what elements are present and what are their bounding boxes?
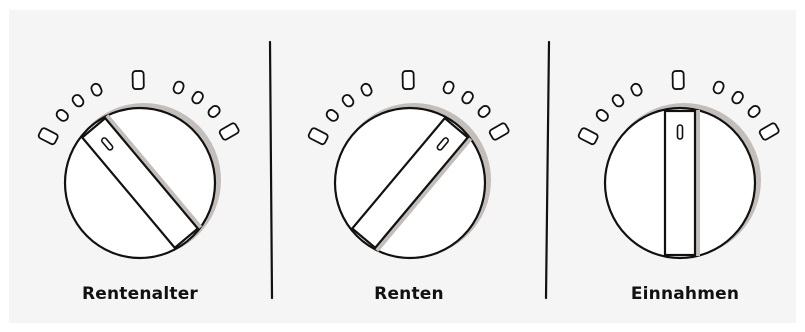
pointer-slot: [436, 137, 449, 151]
dial-tick: [71, 94, 85, 108]
dial-3: [577, 70, 780, 260]
dial-tick: [731, 90, 744, 105]
dial-label-einnahmen: Einnahmen: [630, 284, 740, 304]
dial-tick: [461, 90, 474, 105]
dial-tick: [630, 82, 643, 97]
dial-tick: [401, 70, 415, 90]
dial-tick: [172, 80, 185, 95]
dial-tick: [442, 80, 455, 95]
divider-2: [544, 40, 551, 300]
dial-tick: [191, 90, 204, 105]
dial-pointer: [663, 109, 700, 257]
dial-tick: [595, 109, 609, 122]
dial-tick: [712, 80, 725, 95]
dial-tick: [488, 122, 510, 141]
dial-pointer: [350, 116, 473, 252]
dial-tick: [341, 94, 355, 108]
dial-tick: [90, 82, 103, 97]
dial-tick: [325, 109, 339, 122]
dial-tick: [37, 127, 59, 146]
dial-tick: [611, 94, 625, 108]
dial-tick: [577, 127, 599, 146]
dial-tick: [307, 127, 329, 146]
dial-pointer: [80, 114, 203, 250]
dial-tick: [758, 122, 780, 141]
dial-label-renten: Renten: [374, 284, 444, 304]
dial-1: [37, 70, 240, 260]
dial-tick: [131, 70, 145, 90]
dial-tick: [477, 105, 491, 118]
divider-1: [268, 40, 274, 300]
dial-tick: [218, 122, 240, 141]
dial-tick: [207, 105, 221, 118]
dial-2: [307, 70, 510, 260]
dial-label-rentenalter: Rentenalter: [81, 284, 199, 304]
dial-tick: [747, 105, 761, 118]
pointer-slot: [676, 124, 684, 140]
dial-tick: [360, 82, 373, 97]
dial-tick: [671, 70, 685, 90]
pointer-slot: [101, 137, 114, 151]
dial-tick: [55, 109, 69, 122]
